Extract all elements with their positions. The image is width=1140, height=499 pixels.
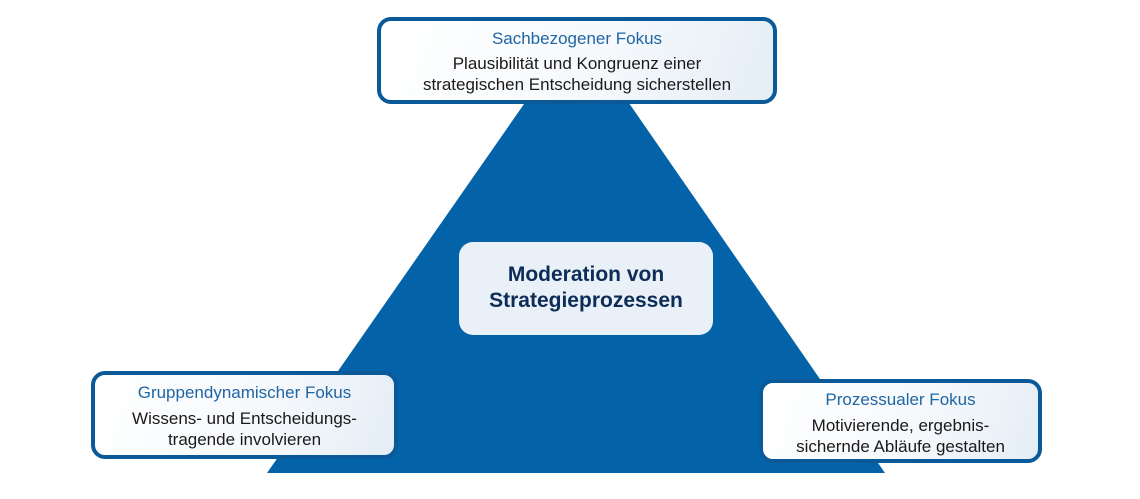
focus-desc-line2: sichernde Abläufe gestalten — [796, 437, 1005, 456]
focus-box-factual: Sachbezogener Fokus Plausibilität und Ko… — [377, 17, 777, 104]
center-label-line2: Strategieprozessen — [489, 289, 683, 312]
focus-desc-line2: strategischen Entscheidung sicherstellen — [422, 75, 732, 94]
center-label-box: Moderation von Strategieprozessen — [459, 242, 713, 335]
focus-title: Gruppendynamischer Fokus — [137, 383, 352, 402]
focus-box-process: Prozessualer Fokus Motivierende, ergebni… — [759, 379, 1042, 463]
focus-title: Sachbezogener Fokus — [491, 29, 663, 48]
focus-desc-line1: Wissens- und Entscheidungs- — [132, 409, 357, 428]
center-label-line1: Moderation von — [507, 263, 665, 286]
focus-desc-line2: tragende involvieren — [167, 430, 322, 449]
focus-box-group-dynamics: Gruppendynamischer Fokus Wissens- und En… — [91, 371, 398, 459]
focus-title: Prozessualer Fokus — [825, 390, 976, 409]
focus-desc-line1: Plausibilität und Kongruenz einer — [452, 54, 702, 73]
focus-desc-line1: Motivierende, ergebnis- — [811, 416, 990, 435]
